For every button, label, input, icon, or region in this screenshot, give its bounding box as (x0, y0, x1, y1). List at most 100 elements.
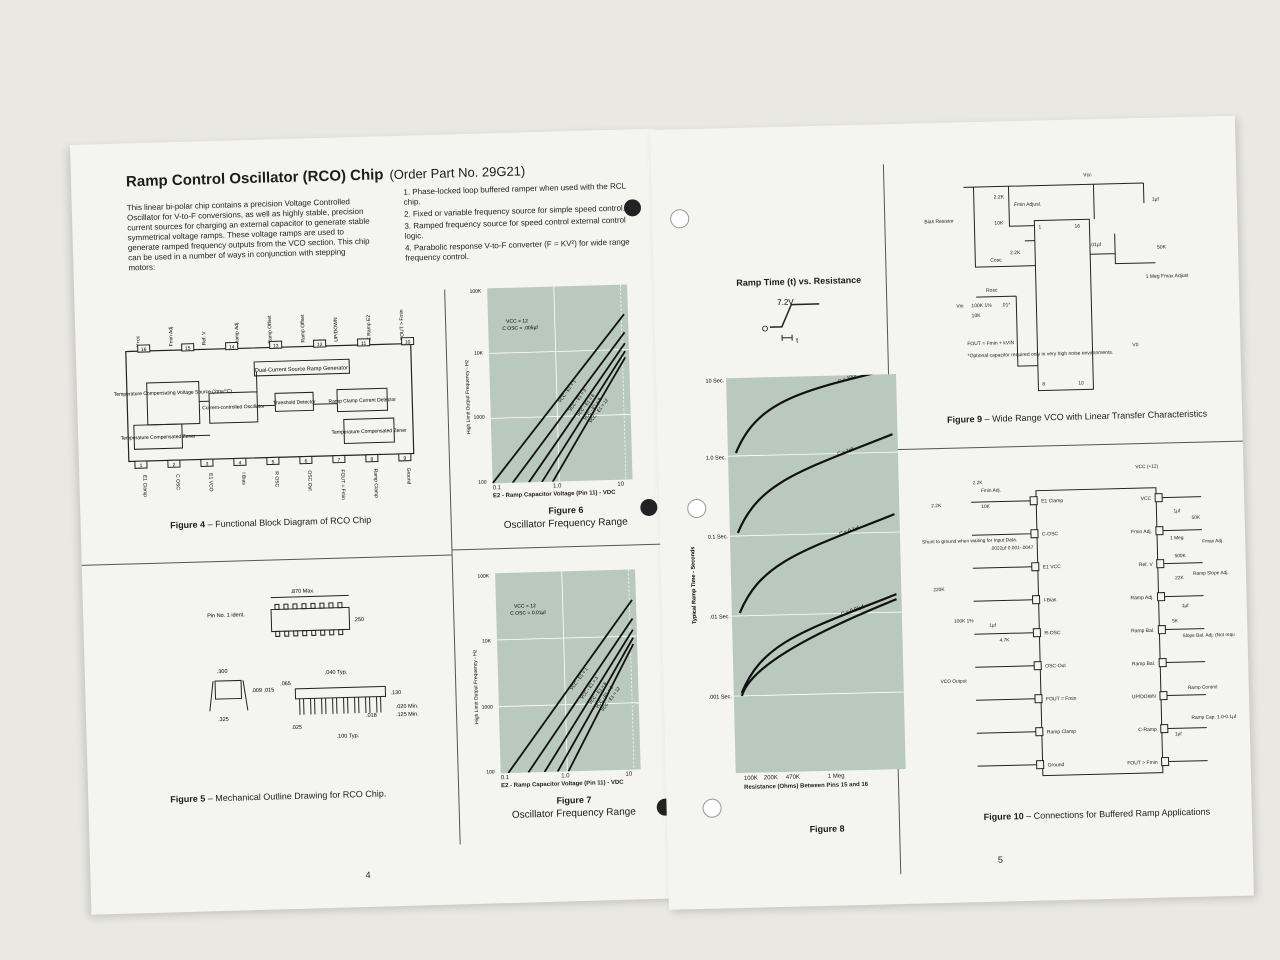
pin-label: I Bias (240, 472, 246, 485)
gridline (490, 414, 631, 419)
svg-text:O: O (762, 324, 768, 333)
divider (81, 554, 452, 566)
schematic-label: 8 (1042, 381, 1045, 387)
block-osc: Current-controlled Oscillator (202, 404, 265, 412)
block-dual: Dual-Current Source Ramp Generator (255, 365, 348, 374)
wire (1166, 661, 1206, 664)
pin-label: FOUT > Fmin (1127, 760, 1158, 767)
schematic-label: 1µf (989, 623, 997, 629)
pin (1156, 592, 1166, 602)
pin-number: 4 (238, 460, 241, 466)
svg-text:.130: .130 (390, 690, 401, 696)
schematic-label: 10K (981, 504, 990, 510)
schematic-label: 1 (1038, 224, 1041, 230)
schematic-label: 50K (1157, 244, 1167, 250)
gridline (496, 635, 637, 641)
schematic-label: *Optional capacitor required only in ver… (968, 350, 1114, 360)
gridline (488, 349, 629, 354)
pin (225, 341, 239, 351)
series-line (740, 593, 897, 694)
schematic-label: 5K (1172, 618, 1179, 624)
series-label: C = 0.01µf (841, 604, 866, 618)
binder-hole (669, 209, 690, 229)
pin-label: Ground (405, 468, 411, 485)
lead (310, 698, 316, 715)
wire (1162, 529, 1202, 532)
left-page: Ramp Control Oscillator (RCO) Chip(Order… (70, 128, 677, 915)
series-line (734, 368, 892, 454)
pin-number: 13 (273, 343, 279, 349)
wire (963, 182, 1156, 367)
pin-number: 11 (361, 341, 367, 347)
fig8-label: Figure 8 (809, 823, 845, 835)
schematic-label: 1µf (1182, 603, 1190, 609)
series-line (543, 629, 634, 773)
svg-text:Typical Ramp Time - Seconds: Typical Ramp Time - Seconds (690, 547, 698, 625)
pin (328, 602, 334, 609)
fig6-subtitle: Oscillator Frequency Range (503, 516, 628, 532)
pin-label: OSC-Out (1045, 663, 1066, 670)
pin-label: Ref. V (1139, 562, 1154, 568)
pin-number: 6 (304, 458, 307, 464)
pin-label: I-Bias (1044, 597, 1057, 603)
pin (134, 460, 148, 469)
schematic-label: 2.2K (994, 194, 1005, 200)
svg-text:.325: .325 (218, 717, 229, 723)
pin (332, 454, 346, 464)
schematic-label: 16 (1074, 224, 1080, 230)
divider (451, 543, 667, 551)
schematic-label: 10K (994, 220, 1004, 226)
pin (167, 459, 181, 468)
series-label: C = 10µf (837, 374, 858, 385)
fig8-title: Ramp Time (t) vs. Resistance (736, 274, 862, 288)
schematic-label: 1µf (1173, 508, 1181, 514)
lead (321, 698, 327, 715)
pin-label: Ramp Offset (300, 314, 307, 343)
lead (299, 698, 305, 715)
pin (1156, 559, 1165, 569)
schematic-label: Rosc (986, 288, 998, 294)
pin-label: Ramp Adj. (234, 321, 241, 344)
svg-text:.870 Max.: .870 Max. (290, 588, 315, 595)
block-threshold: Threshold Detector (273, 399, 316, 406)
pin (310, 602, 316, 609)
pin (400, 336, 415, 346)
fig9-caption: Figure 9 – Wide Range VCO with Linear Tr… (946, 408, 1208, 425)
schematic-label: 100K 1% (954, 618, 974, 624)
pin (301, 603, 307, 610)
schematic-label: 2.2K (973, 480, 984, 486)
svg-text:.125 Min.: .125 Min. (396, 711, 419, 718)
schematic-label: 4.7K (1000, 637, 1011, 643)
svg-text:.018: .018 (366, 713, 377, 719)
pin-number: 3 (205, 461, 208, 467)
lead (343, 697, 349, 714)
pin (299, 455, 313, 465)
svg-text:.01 Sec.: .01 Sec. (710, 614, 731, 621)
schematic-label: Slope Bal. Adj. (Not required if UP/DOWN… (1182, 630, 1238, 639)
wire (977, 764, 1037, 767)
pin-label: R-OSC (1044, 630, 1061, 636)
series-line (556, 637, 634, 773)
pin-label: UP/DOWN (1132, 694, 1157, 701)
chart-note: VCC = 12 (506, 318, 528, 325)
svg-text:.250: .250 (353, 617, 364, 623)
page-number: 5 (997, 854, 1004, 865)
fig8-xlabel: Resistance (Ohms) Between Pins 15 and 16 (744, 781, 869, 791)
wire (971, 533, 1031, 536)
pin-number: 15 (185, 346, 191, 352)
schematic-label: 50K (1192, 515, 1201, 521)
schematic-label: .0022µf 0.001-.0047 (990, 545, 1034, 552)
pin (1158, 658, 1167, 668)
fig10-caption: Figure 10 – Connections for Buffered Ram… (983, 806, 1211, 823)
wire (976, 731, 1036, 734)
gridline (498, 702, 639, 707)
pin (1155, 526, 1164, 536)
wire (1163, 562, 1203, 565)
pin (1160, 724, 1169, 734)
series-line (567, 643, 635, 772)
series-line (736, 433, 893, 534)
series-line (527, 617, 634, 773)
